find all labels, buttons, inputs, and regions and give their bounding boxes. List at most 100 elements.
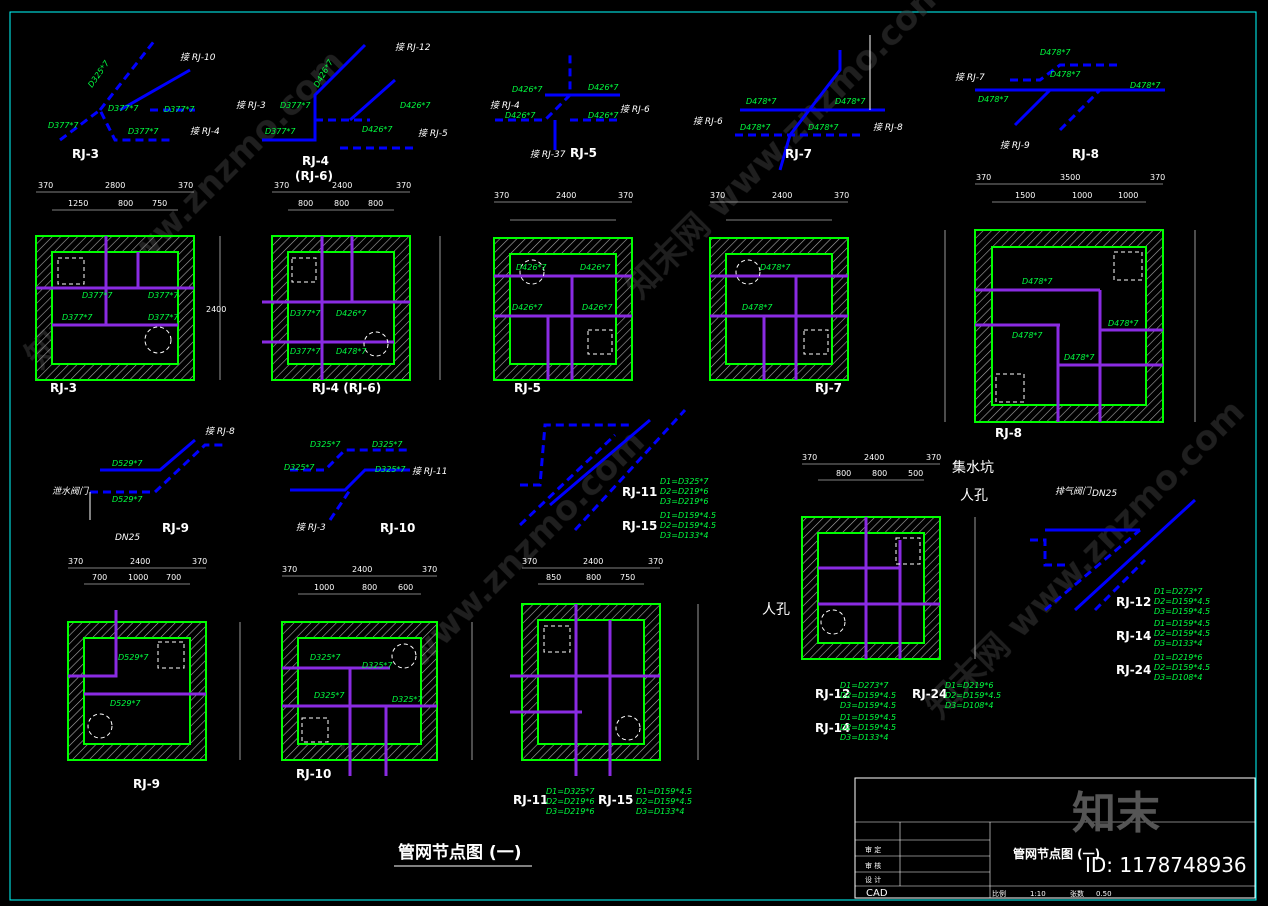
- svg-text:D1=D219*6: D1=D219*6: [1154, 653, 1202, 662]
- svg-text:2400: 2400: [772, 191, 792, 200]
- svg-text:DN25: DN25: [1092, 489, 1117, 499]
- svg-text:D3=D133*4: D3=D133*4: [660, 531, 708, 540]
- iso-label-rj5: RJ-5: [570, 146, 597, 160]
- svg-text:D3=D159*4.5: D3=D159*4.5: [840, 701, 896, 710]
- svg-text:D377*7: D377*7: [128, 127, 159, 136]
- svg-text:D3=D133*4: D3=D133*4: [636, 807, 684, 816]
- svg-text:RJ-12: RJ-12: [815, 687, 850, 701]
- svg-text:D377*7: D377*7: [265, 127, 296, 136]
- plan-rj5[interactable]: D426*7 D426*7 D426*7 D426*7 RJ-5 370 240…: [493, 191, 633, 395]
- svg-text:集水坑: 集水坑: [952, 459, 994, 476]
- iso-rj3: D325*7 D377*7 D377*7 D377*7 D377*7 RJ-3 …: [48, 39, 220, 161]
- svg-text:D426*7: D426*7: [580, 263, 611, 272]
- svg-text:370: 370: [648, 557, 663, 566]
- svg-text:接 RJ-5: 接 RJ-5: [418, 128, 448, 139]
- svg-text:370: 370: [976, 173, 991, 182]
- svg-text:D426*7: D426*7: [362, 125, 393, 134]
- svg-text:RJ-14: RJ-14: [815, 721, 850, 735]
- svg-text:D529*7: D529*7: [112, 459, 143, 468]
- svg-text:D426*7: D426*7: [512, 85, 543, 94]
- plan-rj12[interactable]: 集水坑 人孔 人孔 370 2400 370 800 800 500 RJ-12…: [762, 453, 1001, 742]
- plan-rj11[interactable]: 370 2400 370 850 800 750 RJ-11 RJ-15 D1=…: [510, 557, 699, 816]
- svg-text:3500: 3500: [1060, 173, 1080, 182]
- plan-rj8[interactable]: D478*7 D478*7 D478*7 D478*7 RJ-8 370 350…: [944, 173, 1196, 440]
- svg-text:370: 370: [38, 181, 53, 190]
- svg-text:接 RJ-10: 接 RJ-10: [180, 52, 216, 63]
- plan-rj4[interactable]: D377*7 D377*7 D426*7 D478*7 RJ-4 (RJ-6) …: [262, 181, 441, 395]
- svg-text:张数: 张数: [1070, 889, 1084, 898]
- svg-text:1000: 1000: [1072, 191, 1092, 200]
- svg-text:D426*7: D426*7: [505, 111, 536, 120]
- svg-text:370: 370: [396, 181, 411, 190]
- svg-text:D3=D133*4: D3=D133*4: [840, 733, 888, 742]
- svg-text:D325*7: D325*7: [372, 440, 403, 449]
- svg-text:600: 600: [398, 583, 413, 592]
- svg-text:800: 800: [118, 199, 133, 208]
- svg-text:D426*7: D426*7: [336, 309, 367, 318]
- svg-text:D377*7: D377*7: [62, 313, 93, 322]
- svg-text:D3=D133*4: D3=D133*4: [1154, 639, 1202, 648]
- plan-label-rj7: RJ-7: [815, 381, 842, 395]
- watermark: 知末网 www.znzmo.com: [918, 392, 1253, 727]
- svg-text:D377*7: D377*7: [82, 291, 113, 300]
- svg-text:D1=D159*4.5: D1=D159*4.5: [840, 713, 896, 722]
- svg-text:审 核: 审 核: [865, 861, 881, 870]
- svg-text:比例: 比例: [992, 889, 1006, 898]
- svg-text:接 RJ-3: 接 RJ-3: [236, 100, 266, 111]
- svg-text:D478*7: D478*7: [1108, 319, 1139, 328]
- svg-text:接 RJ-12: 接 RJ-12: [395, 42, 431, 53]
- plan-rj10[interactable]: D325*7 D325*7 D325*7 D325*7 RJ-10 370 24…: [281, 565, 473, 781]
- svg-text:D478*7: D478*7: [746, 97, 777, 106]
- svg-text:D3=D219*6: D3=D219*6: [546, 807, 594, 816]
- svg-text:D478*7: D478*7: [1040, 48, 1071, 57]
- svg-text:RJ-11: RJ-11: [513, 793, 548, 807]
- svg-text:D478*7: D478*7: [740, 123, 771, 132]
- plan-label-rj10: RJ-10: [296, 767, 331, 781]
- plan-label-rj5: RJ-5: [514, 381, 541, 395]
- iso-rj7: D478*7 D478*7 D478*7 D478*7 RJ-7 接 RJ-6 …: [693, 35, 903, 171]
- svg-text:800: 800: [298, 199, 313, 208]
- svg-text:设 计: 设 计: [865, 875, 881, 884]
- plan-rj3[interactable]: D377*7 D377*7 D377*7 D377*7 RJ-3 370 280…: [35, 181, 226, 395]
- svg-text:D478*7: D478*7: [742, 303, 773, 312]
- svg-text:接 RJ-11: 接 RJ-11: [412, 466, 447, 477]
- svg-text:D325*7: D325*7: [362, 661, 393, 670]
- plan-label-rj9: RJ-9: [133, 777, 160, 791]
- svg-text:D2=D159*4.5: D2=D159*4.5: [1154, 663, 1210, 672]
- svg-text:CAD: CAD: [866, 888, 888, 899]
- svg-text:D478*7: D478*7: [835, 97, 866, 106]
- plan-rj9[interactable]: D529*7 D529*7 RJ-9 370 2400 370 700 1000…: [67, 557, 241, 791]
- svg-text:RJ-24: RJ-24: [1116, 663, 1151, 677]
- svg-text:D1=D325*7: D1=D325*7: [660, 477, 709, 486]
- svg-text:D478*7: D478*7: [808, 123, 839, 132]
- svg-text:排气阀门: 排气阀门: [1055, 486, 1093, 497]
- svg-text:D325*7: D325*7: [284, 463, 315, 472]
- svg-text:D1=D273*7: D1=D273*7: [1154, 587, 1203, 596]
- svg-text:接 RJ-3: 接 RJ-3: [296, 522, 326, 533]
- plan-rj7[interactable]: D478*7 D478*7 RJ-7 370 2400 370: [709, 191, 849, 395]
- svg-text:800: 800: [586, 573, 601, 582]
- svg-text:370: 370: [802, 453, 817, 462]
- iso-label-rj10: RJ-10: [380, 521, 415, 535]
- svg-text:D377*7: D377*7: [164, 105, 195, 114]
- svg-text:800: 800: [836, 469, 851, 478]
- iso-rj12: 排气阀门 DN25 RJ-12 RJ-14 RJ-24 D1=D273*7 D2…: [1030, 486, 1210, 682]
- iso-rj8: D478*7 D478*7 D478*7 D478*7 RJ-8 接 RJ-7 …: [955, 48, 1165, 161]
- svg-text:D377*7: D377*7: [148, 313, 179, 322]
- svg-text:接 RJ-6: 接 RJ-6: [620, 104, 650, 115]
- svg-text:RJ-14: RJ-14: [1116, 629, 1151, 643]
- plan-label-rj3: RJ-3: [50, 381, 77, 395]
- svg-text:D325*7: D325*7: [310, 440, 341, 449]
- iso-rj9: D529*7 D529*7 接 RJ-8 泄水阀门 DN25 RJ-9: [52, 426, 235, 543]
- svg-text:D3=D219*6: D3=D219*6: [660, 497, 708, 506]
- svg-text:泄水阀门: 泄水阀门: [52, 486, 90, 497]
- svg-text:D377*7: D377*7: [290, 309, 321, 318]
- svg-text:D2=D159*4.5: D2=D159*4.5: [945, 691, 1001, 700]
- svg-text:D325*7: D325*7: [310, 653, 341, 662]
- svg-text:370: 370: [178, 181, 193, 190]
- svg-text:D325*7: D325*7: [375, 465, 406, 474]
- svg-text:370: 370: [274, 181, 289, 190]
- svg-text:D478*7: D478*7: [1012, 331, 1043, 340]
- svg-text:人孔: 人孔: [960, 488, 988, 504]
